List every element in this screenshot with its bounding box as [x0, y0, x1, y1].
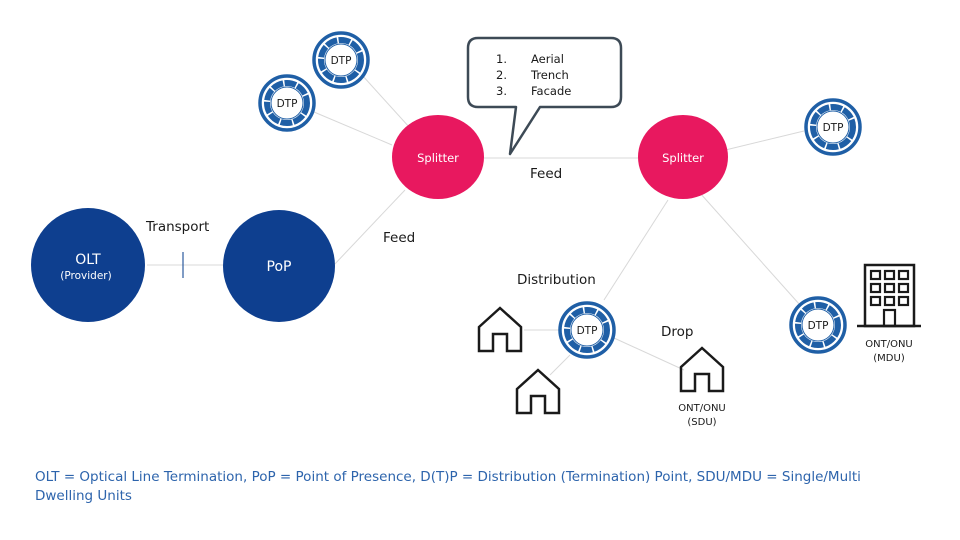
- dtp-top-node: DTP: [312, 31, 370, 89]
- dtp-right-top-title: DTP: [823, 122, 844, 134]
- footnote-legend: OLT = Optical Line Termination, PoP = Po…: [35, 469, 861, 504]
- feed-label-upper: Feed: [530, 166, 562, 182]
- line-splitter-dtp-distribution: [603, 199, 669, 301]
- line-splitter-dtp-right: [712, 130, 805, 154]
- splitter-left-title: Splitter: [417, 151, 459, 165]
- house-icon: [515, 368, 561, 415]
- callout-item-3-text: Facade: [531, 84, 571, 98]
- callout-item-2-text: Trench: [530, 68, 569, 82]
- splitter-right-title: Splitter: [662, 151, 704, 165]
- transport-label: Transport: [145, 219, 209, 235]
- building-icon: [857, 263, 921, 328]
- pop-node: PoP: [223, 210, 335, 322]
- callout-item-1-text: Aerial: [531, 52, 564, 66]
- distribution-label: Distribution: [517, 272, 596, 288]
- connector-lines: [147, 74, 805, 376]
- line-splitter-dtp-mdu: [699, 192, 801, 306]
- callout-item-3-num: 3.: [496, 84, 507, 98]
- callout-item-1-num: 1.: [496, 52, 507, 66]
- dtp-mdu-title: DTP: [808, 320, 829, 332]
- splitter-right-node: Splitter: [638, 115, 728, 199]
- dtp-left-title: DTP: [277, 98, 298, 110]
- olt-subtitle: (Provider): [60, 270, 111, 282]
- dtp-distribution-title: DTP: [577, 325, 598, 337]
- olt-title: OLT: [75, 252, 101, 268]
- dtp-right-top-node: DTP: [804, 98, 862, 156]
- dtp-mdu-node: DTP: [789, 296, 847, 354]
- sdu-label-line2: (SDU): [687, 417, 716, 428]
- olt-node: OLT (Provider): [31, 208, 145, 322]
- mdu-label-line1: ONT/ONU: [865, 339, 913, 350]
- line-splitter-dtp-left: [313, 111, 393, 146]
- drop-label: Drop: [661, 324, 693, 340]
- line-pop-splitter: [332, 189, 406, 267]
- dtp-top-title: DTP: [331, 55, 352, 67]
- mdu-label-line2: (MDU): [873, 353, 905, 364]
- callout-item-2-num: 2.: [496, 68, 507, 82]
- line-splitter-dtp-top: [361, 74, 411, 129]
- callout-bubble: 1. Aerial 2. Trench 3. Facade: [466, 36, 623, 156]
- sdu-label-line1: ONT/ONU: [678, 403, 726, 414]
- dtp-distribution-node: DTP: [558, 301, 616, 359]
- line-dtp-house-lower: [549, 354, 571, 376]
- line-dtp-sdu: [613, 337, 685, 371]
- pop-title: PoP: [267, 259, 292, 275]
- house-icon: [679, 346, 725, 393]
- dtp-left-node: DTP: [258, 74, 316, 132]
- house-icon: [477, 306, 523, 353]
- splitter-left-node: Splitter: [392, 115, 484, 199]
- feed-label-lower: Feed: [383, 230, 415, 246]
